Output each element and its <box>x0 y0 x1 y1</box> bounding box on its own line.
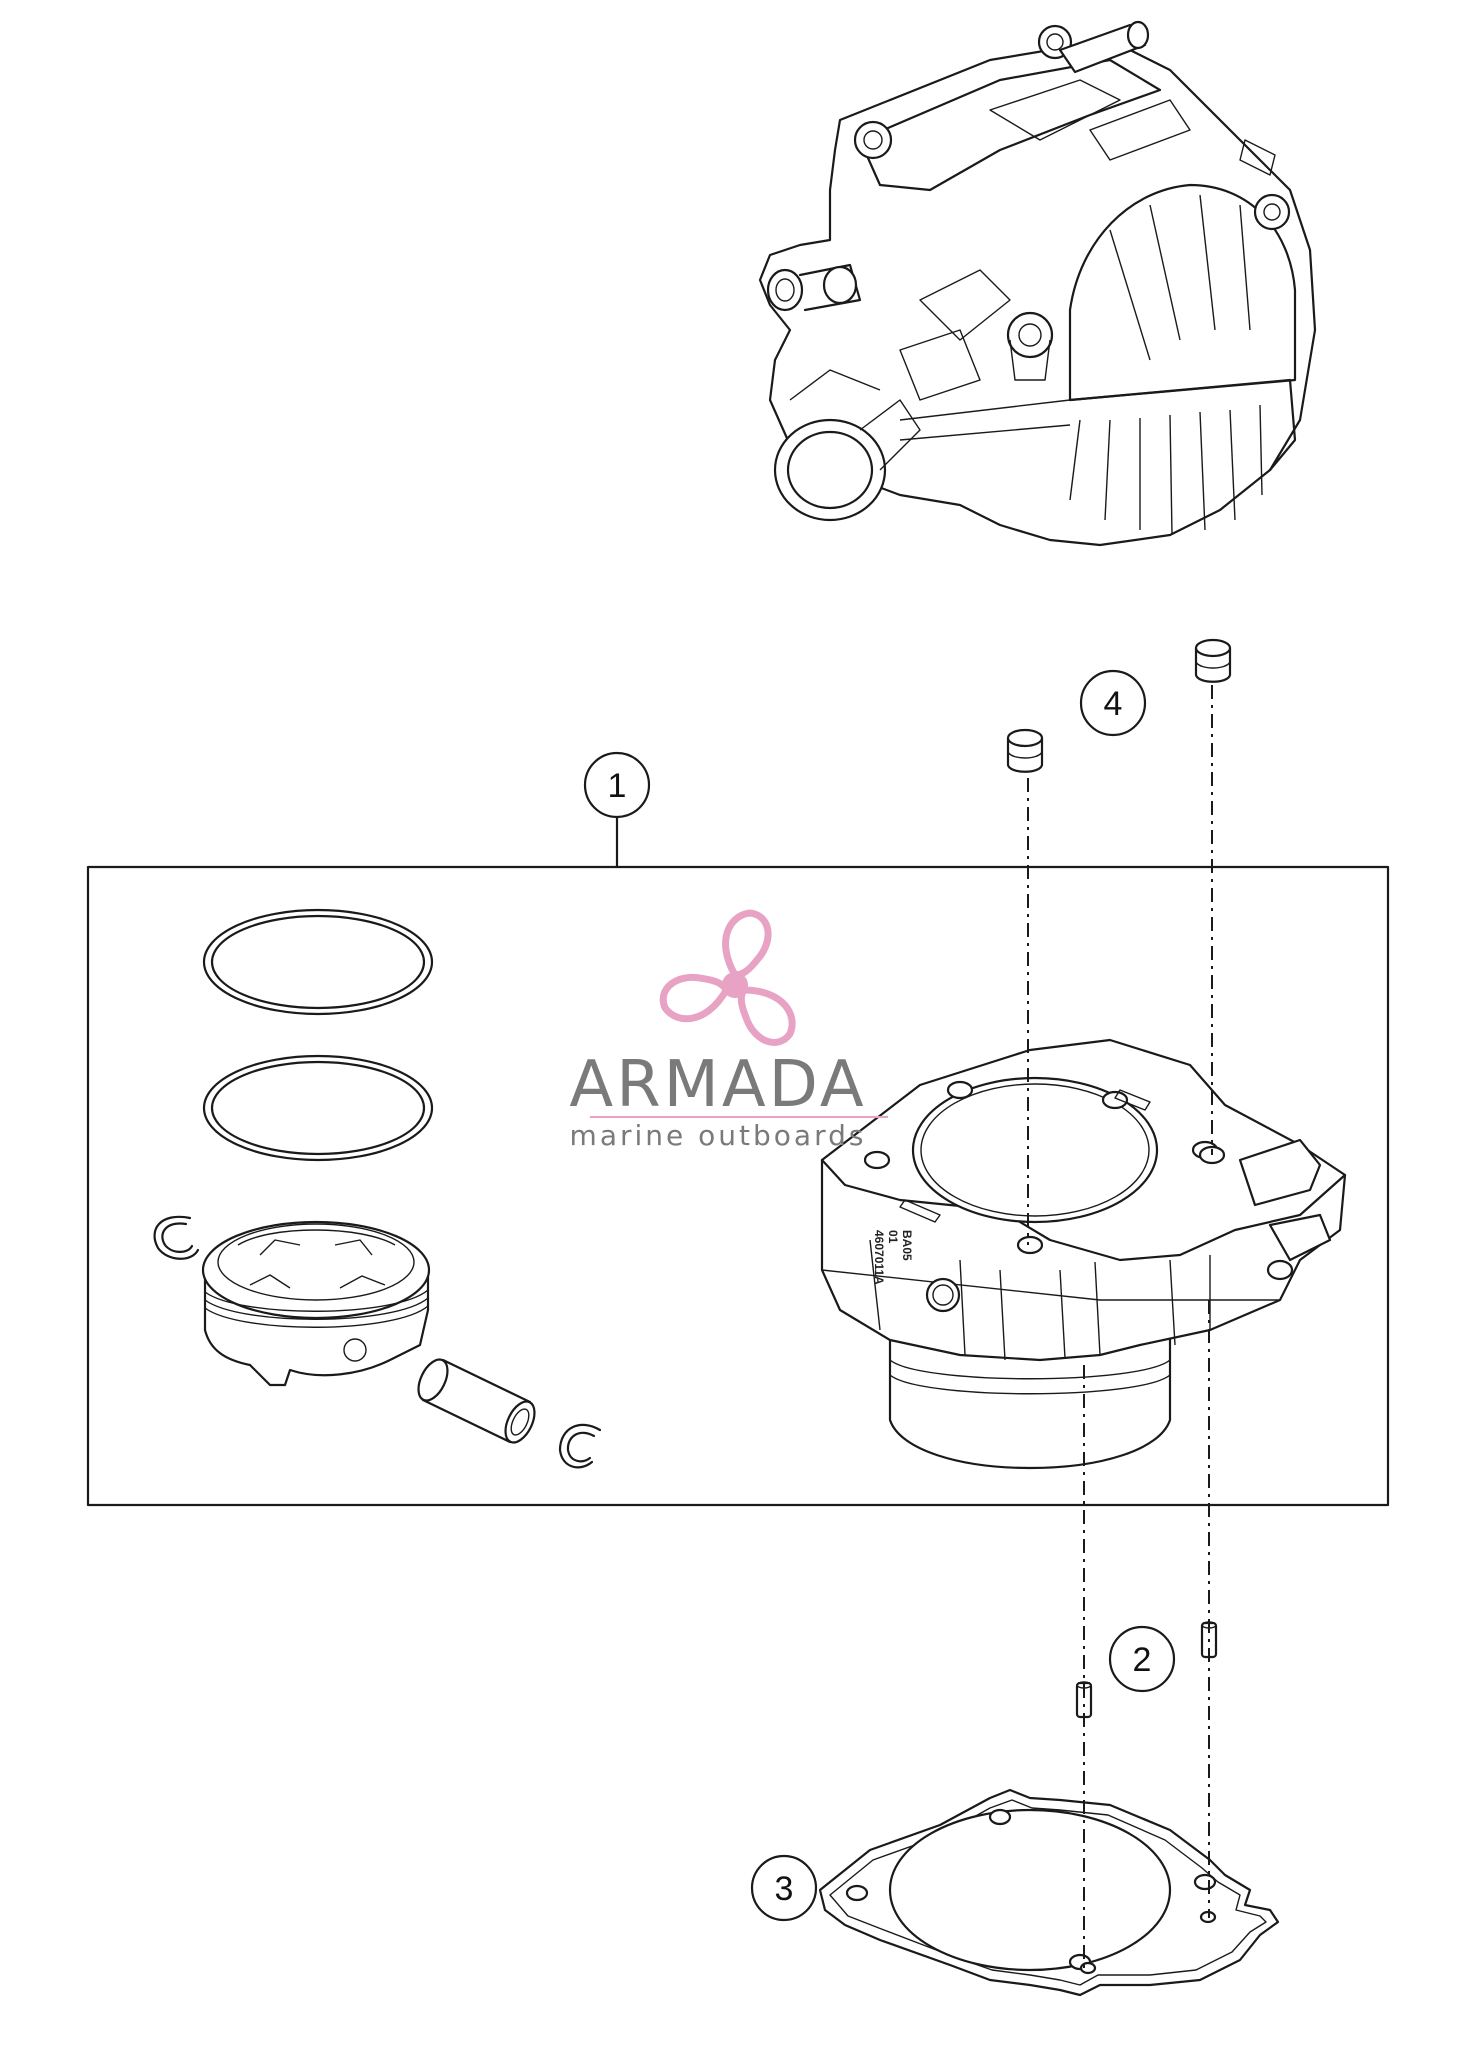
propeller-logo-icon <box>656 909 802 1050</box>
piston-illustration <box>201 1220 431 1387</box>
piston-ring-second <box>202 1054 434 1162</box>
cylinder-nut-left <box>1006 728 1044 773</box>
cylinder-marking: BA05 01 4607011A <box>872 1230 914 1285</box>
callout-2-label: 2 <box>1133 1641 1152 1679</box>
cylinder-illustration <box>820 1038 1347 1470</box>
watermark-subtitle: marine outboards <box>570 1119 867 1152</box>
callout-3-label: 3 <box>775 1870 794 1908</box>
cylinder-base-gasket <box>818 1788 1280 1997</box>
cylinder-kit-box <box>86 865 1390 1507</box>
cylinder-marking-line: BA05 <box>900 1230 914 1261</box>
callout-1-label: 1 <box>608 767 627 805</box>
piston-pin-circlip-left <box>153 1215 200 1260</box>
cylinder-marking-line: 4607011A <box>872 1230 886 1285</box>
callout-4-label: 4 <box>1104 685 1123 723</box>
armada-watermark: ARMADA marine outboards <box>569 909 888 1152</box>
cylinder-nut-right <box>1194 638 1232 683</box>
callout-3: 3 <box>750 1854 818 1922</box>
cylinder-head-illustration <box>758 20 1317 547</box>
piston-pin-circlip-right <box>558 1423 602 1469</box>
piston-pin-illustration <box>417 1358 536 1444</box>
piston-ring-top <box>202 908 434 1016</box>
watermark-title: ARMADA <box>569 1048 866 1122</box>
cylinder-marking-line: 01 <box>886 1230 900 1244</box>
callout-1: 1 <box>583 751 651 819</box>
callout-2: 2 <box>1108 1625 1176 1693</box>
callout-4: 4 <box>1079 669 1147 737</box>
